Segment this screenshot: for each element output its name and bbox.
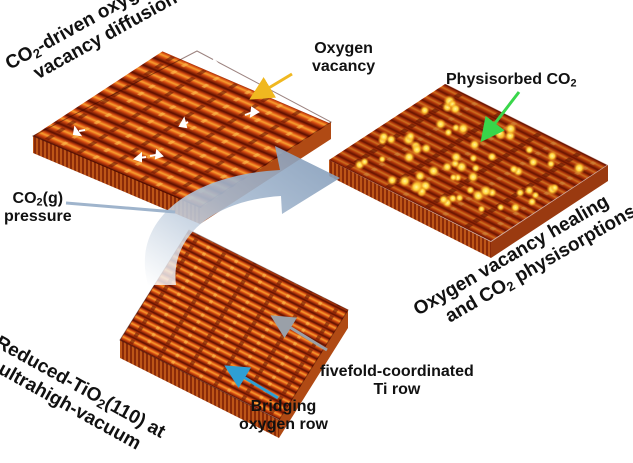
- physisorbed-label: Physisorbed CO2: [446, 71, 577, 90]
- co2-spot: [455, 193, 465, 203]
- co2-spot: [398, 174, 412, 188]
- co2-spot: [528, 156, 539, 168]
- co2-spot: [449, 103, 462, 115]
- ti-row-label: fivefold-coordinated Ti row: [320, 363, 474, 399]
- co2-spot: [546, 150, 558, 162]
- co2-spot: [360, 157, 370, 167]
- co2-spot: [496, 203, 505, 212]
- co2-spot: [550, 183, 560, 193]
- co2-spot: [527, 197, 537, 207]
- oxygen-vacancy-label: Oxygen vacancy: [312, 40, 376, 76]
- co2-spot: [477, 204, 486, 214]
- co2-spot: [444, 127, 453, 137]
- healing-panel: [329, 84, 608, 258]
- co2-spot: [510, 202, 521, 213]
- diagram-canvas: [31, 50, 608, 438]
- ti-row-arrow: [270, 315, 328, 352]
- co2-spot: [405, 131, 416, 142]
- co2-spot: [450, 151, 463, 163]
- co2-spot: [403, 151, 416, 164]
- co2-spot: [524, 185, 535, 196]
- reduced-panel: [119, 229, 349, 438]
- co2-spot: [457, 122, 470, 135]
- process-arrow: [144, 146, 340, 285]
- co2-spot: [441, 161, 453, 173]
- co2-spot: [509, 164, 519, 174]
- co2-spot: [531, 191, 540, 200]
- co2-spot: [467, 171, 479, 183]
- diffusion-arrows: [72, 58, 260, 163]
- co2-spot: [487, 151, 497, 162]
- co2-spot: [386, 174, 398, 186]
- co2-gas-pressure-label: CO2(g) pressure: [4, 190, 72, 226]
- co2-spot: [469, 153, 478, 163]
- co2-spot: [448, 193, 458, 203]
- co2-spot: [414, 170, 426, 182]
- co2-spot: [434, 118, 447, 130]
- physisorbed-arrow: [480, 91, 521, 143]
- co2-spot: [438, 194, 449, 205]
- bridging-arrow: [224, 365, 279, 400]
- co2-spot: [479, 184, 493, 198]
- bridging-label: Bridging oxygen row: [239, 398, 328, 434]
- co2-spot: [385, 134, 397, 145]
- co2-spot: [466, 185, 475, 195]
- co2-spot: [546, 159, 556, 169]
- co2-spot: [420, 143, 432, 154]
- co2-spot: [494, 127, 506, 140]
- co2-spot: [573, 162, 586, 175]
- co2-spot: [515, 188, 525, 198]
- co2-spots: [354, 94, 586, 214]
- co2-spot: [409, 180, 423, 194]
- co2-spot: [469, 139, 481, 151]
- co2-spot: [419, 105, 430, 116]
- co2-spot: [449, 173, 458, 182]
- co2-spot: [504, 122, 517, 135]
- oxygen-vacancy-arrow: [249, 72, 293, 100]
- co2-spot: [378, 155, 387, 164]
- co2-spot: [524, 145, 535, 155]
- co2-spot: [427, 165, 440, 177]
- pressure-pointer: [65, 201, 176, 214]
- co2-spot: [411, 143, 423, 156]
- co2-spot: [471, 163, 481, 173]
